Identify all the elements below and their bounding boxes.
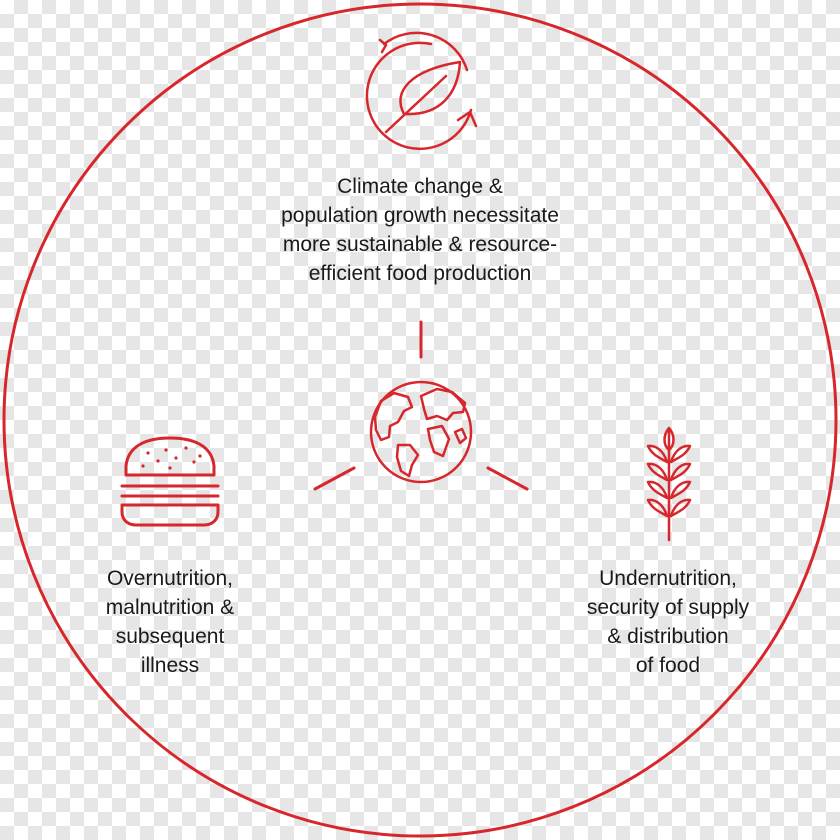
caption-line: malnutrition & <box>105 596 235 619</box>
leaf-recycle-icon <box>365 31 478 151</box>
caption-line: illness <box>140 654 200 677</box>
caption-line: & distribution <box>607 625 729 648</box>
caption-climate-change: Climate change & population growth neces… <box>220 172 620 288</box>
caption-line: Climate change & <box>337 175 503 198</box>
caption-line: subsequent <box>115 625 225 648</box>
caption-line: Undernutrition, <box>599 567 737 590</box>
globe-icon <box>369 380 473 484</box>
caption-overnutrition: Overnutrition, malnutrition & subsequent… <box>50 564 290 680</box>
connector-left <box>313 466 356 491</box>
sesame-seeds <box>141 446 202 470</box>
connector-right <box>486 466 529 491</box>
caption-line: more sustainable & resource- <box>282 233 558 256</box>
wheat-icon <box>646 426 692 542</box>
caption-line: security of supply <box>586 596 750 619</box>
burger-icon <box>120 436 220 527</box>
caption-undernutrition: Undernutrition, security of supply & dis… <box>548 564 788 680</box>
caption-line: efficient food production <box>308 262 532 285</box>
caption-line: population growth necessitate <box>281 204 559 227</box>
caption-line: Overnutrition, <box>106 567 234 590</box>
caption-line: of food <box>635 654 701 677</box>
